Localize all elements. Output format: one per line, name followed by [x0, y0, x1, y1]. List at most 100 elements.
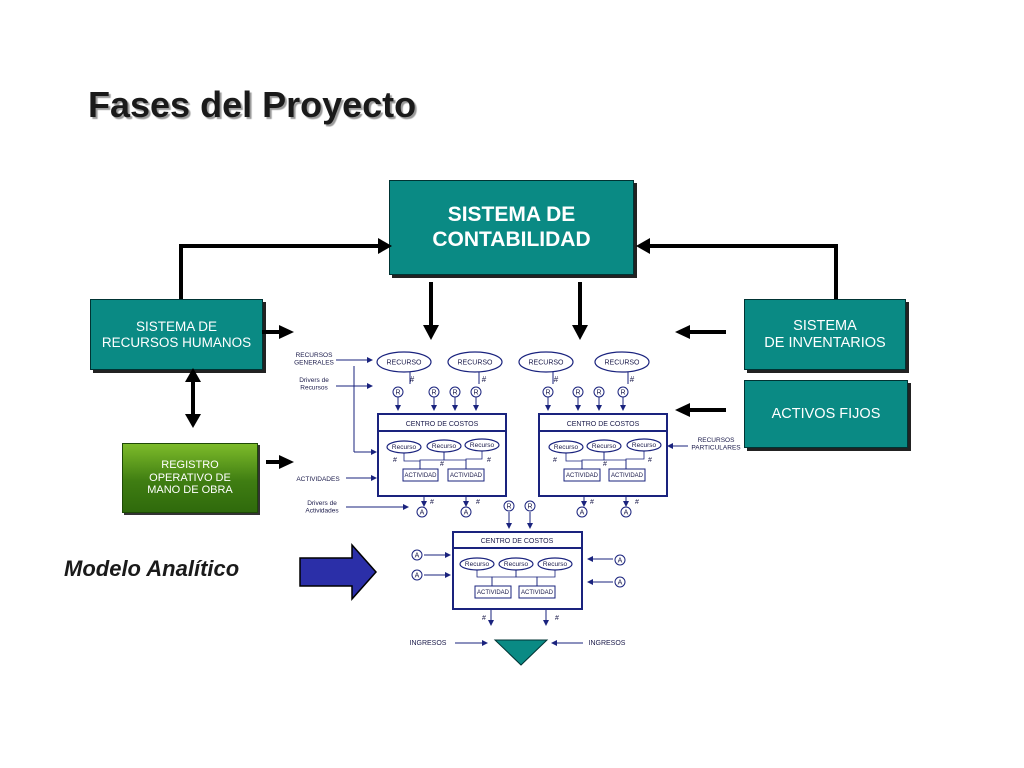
actividades-label: ACTIVIDADES	[296, 476, 340, 483]
a-circle-top-4-label: A	[624, 510, 629, 517]
centro-costos-2	[538, 413, 668, 497]
hash-inner-3: #	[487, 457, 491, 464]
a-circle-side-4-label: A	[618, 580, 623, 587]
hash-top-1: #	[410, 375, 415, 384]
recurso-general-1-shape	[376, 351, 432, 373]
a-circle-top-4-shape	[620, 506, 632, 518]
modelo-block-arrow	[299, 543, 378, 601]
hash-inner-1: #	[393, 457, 397, 464]
recurso-c1-2-label: Recurso	[432, 443, 457, 450]
centro-costos-2-title: CENTRO DE COSTOS	[567, 421, 640, 428]
mini-connectors	[336, 357, 688, 646]
rrhh-arrowhead	[378, 238, 392, 254]
a-circle-side-3-label: A	[618, 558, 623, 565]
recurso-general-4-label: RECURSO	[604, 359, 640, 366]
rrhh-registro-arrowhead-up	[185, 368, 201, 382]
ingresos-right-label: INGRESOS	[589, 640, 626, 647]
hash-top-4: #	[630, 375, 635, 384]
c1-link-4	[465, 451, 483, 469]
a-circle-side-1-shape	[411, 549, 423, 561]
a-circle-side-2-shape	[411, 569, 423, 581]
r-circle-2-label: R	[431, 390, 436, 397]
recurso-c2-1-label: Recurso	[554, 444, 579, 451]
a-circle-side-4-shape	[614, 576, 626, 588]
recurso-general-2-label: RECURSO	[457, 359, 493, 366]
centro-costos-3-title: CENTRO DE COSTOS	[481, 538, 554, 545]
recurso-general-1-label: RECURSO	[386, 359, 422, 366]
hash-inner-4: #	[553, 457, 557, 464]
actividad-c3-1-shape	[474, 585, 512, 599]
actividad-c1-1-shape	[402, 468, 439, 482]
contabilidad-down-arrowhead-right	[572, 325, 588, 340]
hash-out-3: #	[590, 499, 594, 506]
a-circle-side-3-shape	[614, 554, 626, 566]
r-circle-3-shape	[449, 386, 461, 398]
hash-inner-5: #	[603, 461, 607, 468]
actividad-c1-2-shape	[447, 468, 485, 482]
c2-link-4	[625, 451, 645, 469]
centro-costos-1-title: CENTRO DE COSTOS	[406, 421, 479, 428]
r-circle-7-shape	[593, 386, 605, 398]
hash-top-2: #	[482, 375, 487, 384]
modelo-analitico-label: Modelo Analítico	[64, 556, 240, 581]
actividad-c2-1-label: ACTIVIDAD	[566, 473, 599, 479]
r-circle-1-shape	[392, 386, 404, 398]
recurso-c2-2-label: Recurso	[592, 443, 617, 450]
output-triangle	[493, 639, 549, 666]
r-circle-2-shape	[428, 386, 440, 398]
inventarios-left-arrowhead	[675, 325, 690, 339]
a-circle-side-1-label: A	[415, 553, 420, 560]
centro-costos-1	[377, 413, 507, 497]
r-circle-6-shape	[572, 386, 584, 398]
actividad-c1-1-label: ACTIVIDAD	[404, 473, 437, 479]
r-circle-bottom-2-label: R	[527, 504, 532, 511]
hash-out-1: #	[430, 499, 434, 506]
rrhh-registro-arrowhead-down	[185, 414, 201, 428]
r-circle-bottom-2-shape	[524, 500, 536, 512]
r-circle-7-label: R	[596, 390, 601, 397]
a-circle-top-1-label: A	[420, 510, 425, 517]
recurso-general-2-shape	[447, 351, 503, 373]
activos-fijos-box: ACTIVOS FIJOS	[744, 380, 908, 448]
recurso-c2-3-label: Recurso	[632, 442, 657, 449]
registro-right-arrowhead	[279, 455, 294, 469]
hash-out-4: #	[635, 499, 639, 506]
rrhh-to-contabilidad-arrow	[179, 244, 380, 299]
actividad-c1-2-label: ACTIVIDAD	[450, 473, 483, 479]
recurso-c3-1-label: Recurso	[465, 561, 490, 568]
recurso-c3-2-label: Recurso	[504, 561, 529, 568]
inventarios-to-contabilidad-arrow	[648, 244, 838, 299]
recurso-c1-3-label: Recurso	[470, 442, 495, 449]
actividad-c2-1-shape	[563, 468, 601, 482]
hash-inner-6: #	[648, 457, 652, 464]
hash-out-5: #	[482, 615, 486, 622]
hash-top-3: #	[554, 375, 559, 384]
r-circle-5-shape	[542, 386, 554, 398]
rrhh-right-arrowhead	[279, 325, 294, 339]
actividad-c3-2-label: ACTIVIDAD	[521, 590, 554, 596]
page-title: Fases del Proyecto	[88, 84, 417, 125]
ingresos-left-label: INGRESOS	[410, 640, 447, 647]
actividad-c3-1-label: ACTIVIDAD	[477, 590, 510, 596]
recurso-c1-1-label: Recurso	[392, 444, 417, 451]
a-circle-top-2-shape	[460, 506, 472, 518]
hash-inner-2: #	[440, 461, 444, 468]
recurso-c3-3-label: Recurso	[543, 561, 568, 568]
r-circle-4-label: R	[473, 390, 478, 397]
inventarios-arrowhead	[636, 238, 650, 254]
r-circle-1-label: R	[395, 390, 400, 397]
recurso-general-3-shape	[518, 351, 574, 373]
recurso-general-3-label: RECURSO	[528, 359, 564, 366]
a-circle-top-1-shape	[416, 506, 428, 518]
inventarios-box: SISTEMA DE INVENTARIOS	[744, 299, 906, 370]
recursos-humanos-box: SISTEMA DE RECURSOS HUMANOS	[90, 299, 263, 370]
hash-out-2: #	[476, 499, 480, 506]
recurso-general-4-shape	[594, 351, 650, 373]
contabilidad-down-arrowhead-left	[423, 325, 439, 340]
r-circle-8-label: R	[620, 390, 625, 397]
a-circle-top-3-shape	[576, 506, 588, 518]
a-circle-top-3-label: A	[580, 510, 585, 517]
